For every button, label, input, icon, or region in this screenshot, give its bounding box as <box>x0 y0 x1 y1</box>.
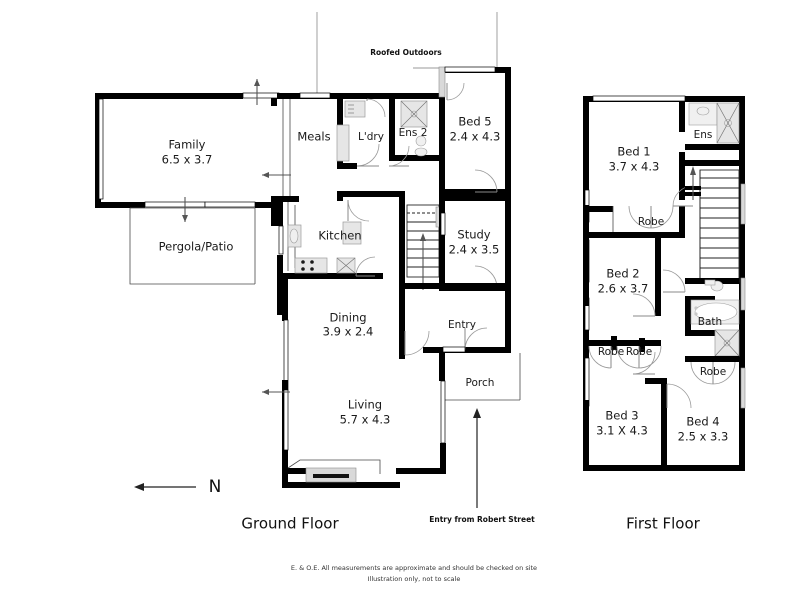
room-label-robe-3: Robe <box>626 346 652 358</box>
room-label-bath: Bath <box>698 316 722 328</box>
room-label-bed-4: Bed 4 <box>686 415 719 429</box>
entry-from-street-label: Entry from Robert Street <box>429 515 535 524</box>
bed2-walls <box>583 238 662 375</box>
room-dims-family: 6.5 x 3.7 <box>162 153 213 167</box>
family-room-walls <box>95 92 283 226</box>
disclaimer-line-2: Illustration only, not to scale <box>368 575 461 583</box>
living-access-arrow <box>262 389 290 395</box>
room-dims-living: 5.7 x 4.3 <box>340 413 391 427</box>
room-label-entry: Entry <box>448 319 476 331</box>
roofed-outdoors-label: Roofed Outdoors <box>370 48 442 57</box>
living-walls <box>282 380 446 488</box>
disclaimer-line-1: E. & O.E. All measurements are approxima… <box>291 564 537 572</box>
room-dims-dining: 3.9 x 2.4 <box>323 325 374 339</box>
ground-staircase <box>406 204 441 290</box>
ensuite2-walls <box>388 93 439 167</box>
room-label-bed-1: Bed 1 <box>617 145 650 159</box>
room-label-dining: Dining <box>329 311 366 325</box>
room-dims-bed-1: 3.7 x 4.3 <box>609 160 660 174</box>
ground-floor-plan: Roofed Outdoors Family 6.5 x 3.7 <box>95 12 535 533</box>
bed1-walls <box>583 102 694 238</box>
room-label-robe-2: Robe <box>598 346 624 358</box>
room-label-robe-4: Robe <box>700 366 726 378</box>
room-label-porch: Porch <box>466 377 495 389</box>
family-top-arrow <box>254 79 260 105</box>
room-label-living: Living <box>348 398 382 412</box>
room-dims-bed-3: 3.1 X 4.3 <box>596 424 648 438</box>
room-dims-bed-4: 2.5 x 3.3 <box>678 430 729 444</box>
compass-rose <box>134 483 196 491</box>
ground-floor-title: Ground Floor <box>241 515 339 533</box>
room-dims-bed-2: 2.6 x 3.7 <box>598 282 649 296</box>
pergola-patio-outline <box>129 207 256 285</box>
room-label-bed-2: Bed 2 <box>606 267 639 281</box>
pergola-arrow <box>182 197 188 222</box>
room-label-ensuite: Ens <box>694 129 713 141</box>
entry-walls <box>423 283 511 353</box>
room-label-family: Family <box>168 138 205 152</box>
room-label-meals: Meals <box>297 130 330 144</box>
bath-walls <box>662 269 740 357</box>
room-label-robe-1: Robe <box>638 216 664 228</box>
room-label-bed-3: Bed 3 <box>605 409 638 423</box>
room-dims-bed-5: 2.4 x 4.3 <box>450 130 501 144</box>
room-dims-study: 2.4 x 3.5 <box>449 243 500 257</box>
room-label-kitchen: Kitchen <box>318 229 361 243</box>
room-label-bed-5: Bed 5 <box>458 115 491 129</box>
kitchen-walls <box>277 191 405 315</box>
room-label-study: Study <box>457 228 490 242</box>
family-access-arrow <box>262 172 291 178</box>
first-floor-title: First Floor <box>626 515 700 533</box>
room-label-pergola-patio: Pergola/Patio <box>159 240 234 254</box>
first-floor-plan: Bed 1 3.7 x 4.3 Robe Ens <box>583 95 746 533</box>
ensuite-walls <box>685 102 740 150</box>
bed3-walls <box>583 400 589 420</box>
bed4-walls <box>645 356 739 466</box>
street-entry-arrow <box>473 408 481 508</box>
dining-walls <box>282 273 430 391</box>
room-label-laundry: L'dry <box>358 131 384 143</box>
room-label-ensuite-2: Ens 2 <box>399 127 428 139</box>
bed5-walls <box>438 66 511 195</box>
laundry-walls <box>336 93 395 169</box>
compass-label: N <box>209 477 222 497</box>
